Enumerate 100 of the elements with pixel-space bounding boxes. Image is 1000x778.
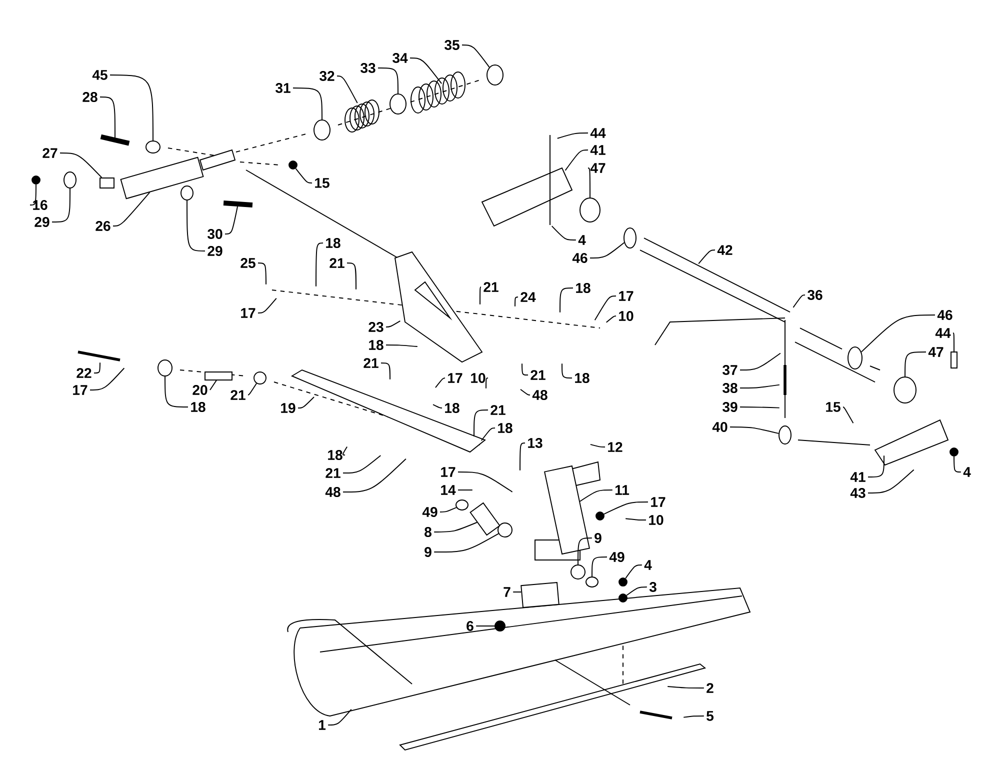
bushing [498,522,512,538]
leader-line [604,502,648,515]
leader-line [514,296,518,307]
callout-number: 31 [276,83,290,93]
callout-number: 9 [594,533,602,543]
callout-number: 14 [441,485,456,495]
nut [618,594,628,602]
leader-line [316,242,324,287]
shock-absorber [120,156,204,200]
callout-number: 26 [96,221,110,231]
callout-number: 21 [490,405,506,415]
leader-line [522,363,528,376]
nut [950,448,958,456]
callout-number: 10 [619,311,634,321]
callout-number: 28 [82,92,98,102]
leader-line [625,518,646,520]
leader-line [860,314,936,352]
leader-line [698,250,716,264]
leader-line [954,456,962,472]
callout-number: 10 [471,373,486,383]
leader-line [520,442,526,471]
leader-line [590,444,606,448]
leader-line [60,152,102,178]
callout-number: 18 [576,283,590,293]
callout-number: 46 [937,310,952,320]
leader-line [590,242,625,258]
leader-line [594,296,616,321]
leader-line [248,382,257,396]
leader-line [295,168,312,184]
leader-line [164,376,188,408]
callout-number: 18 [498,423,512,433]
nut [596,512,604,520]
callout-number: 44 [935,328,951,338]
leader-line [952,332,954,352]
leader-line [842,406,854,424]
leader-line [560,288,574,313]
leader-line [740,406,780,408]
leader-line [342,446,348,456]
callout-number: 47 [590,163,606,173]
callout-number: 7 [504,587,510,597]
callout-number: 18 [369,340,384,350]
bolt [100,134,130,146]
bolt [223,200,253,208]
callout-number: 11 [615,485,630,495]
callout-number: 46 [572,253,588,263]
leader-line [30,184,36,206]
leader-line [740,352,781,370]
leader-line [480,286,482,305]
leader-line [52,188,70,222]
callout-number: 45 [92,70,108,80]
callout-number: 18 [445,403,460,413]
leader-line [562,363,572,378]
leader-line [458,472,513,492]
washer [314,120,330,140]
leader-line [380,362,390,380]
callout-number: 32 [320,71,334,81]
callout-number: 39 [722,402,738,412]
bushing [624,228,636,248]
callout-number: 16 [33,200,48,210]
callout-number: 9 [424,547,432,557]
leader-line [625,564,642,579]
callout-number: 41 [590,145,606,155]
leader-line [512,592,522,593]
leader-line [110,74,154,141]
leader-line [434,378,446,388]
callout-number: 38 [722,383,738,393]
callout-number: 30 [208,229,222,239]
leader-line [434,522,478,532]
callout-number: 4 [963,467,971,477]
spring-cap [486,64,504,86]
callout-number: 43 [850,488,866,498]
callout-number: 36 [808,290,822,300]
callout-number: 17 [73,385,88,395]
leader-line [298,396,315,408]
callout-number: 34 [392,53,408,63]
bushing [158,360,172,376]
callout-number: 29 [208,246,222,256]
callout-number: 3 [649,582,656,592]
leader-line [386,344,418,348]
leader-line [551,226,576,240]
callout-number: 21 [230,390,246,400]
leader-line [336,76,358,104]
callout-number: 18 [575,373,590,383]
callout-number: 17 [619,291,634,301]
leader-line [410,58,442,84]
callout-number: 29 [34,217,50,227]
callout-number: 27 [42,148,58,158]
leader-line [904,352,926,377]
leader-line [100,96,116,138]
leader-line [740,384,780,388]
callout-number: 15 [315,178,330,188]
callout-number: 40 [712,422,728,432]
callout-number: 8 [424,527,432,537]
callout-number: 17 [448,373,462,383]
callout-number: 25 [240,258,256,268]
leader-line [292,88,322,120]
leader-line [434,533,499,552]
callout-number: 48 [325,487,340,497]
leader-line [342,455,382,474]
leader-line [792,294,806,308]
